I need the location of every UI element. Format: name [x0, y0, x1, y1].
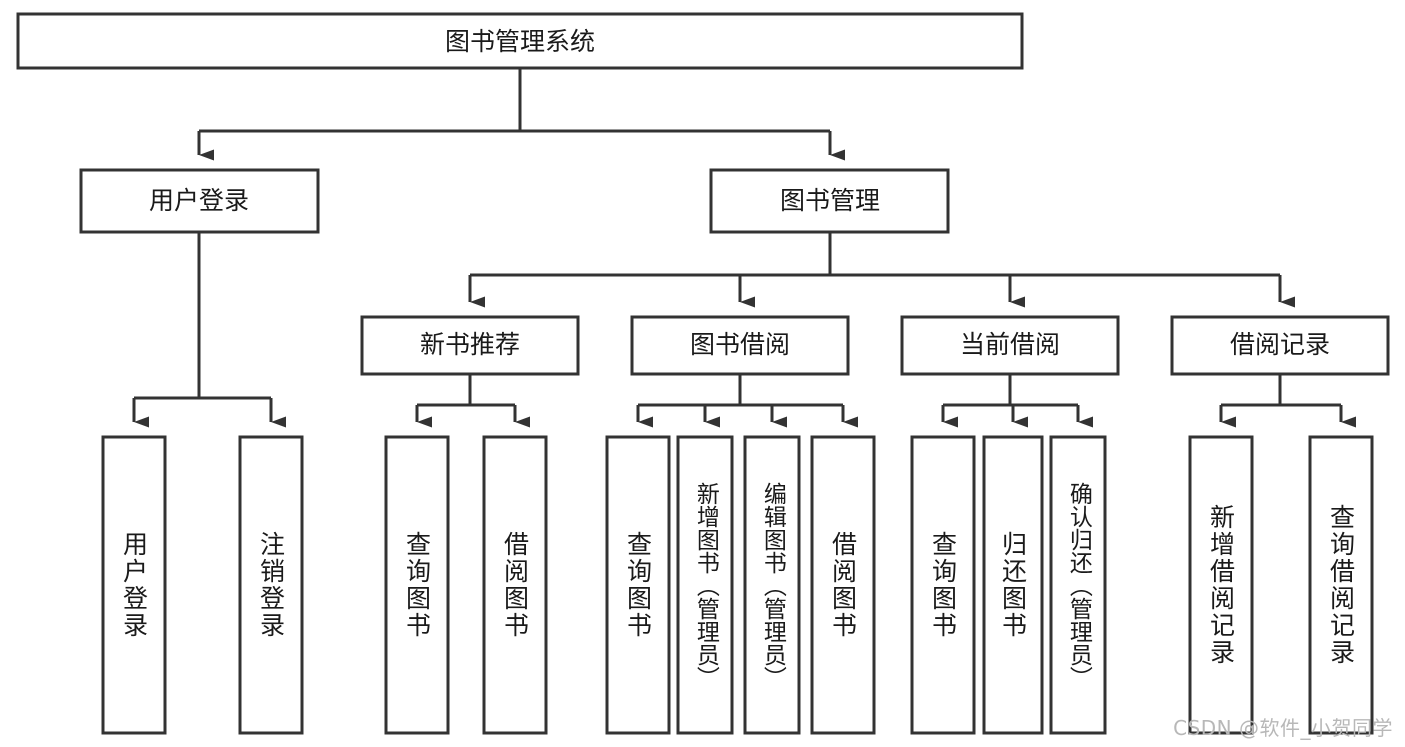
node-book-borrow[interactable]: 图书借阅 [630, 315, 850, 376]
leaf-node-box[interactable] [238, 435, 304, 735]
node-new-book-rec[interactable]: 新书推荐 [360, 315, 580, 376]
connector-group-root [197, 68, 845, 161]
node-book-manage-box[interactable] [709, 168, 950, 234]
leaf-node-box[interactable] [810, 435, 876, 735]
watermark-text: CSDN @软件_小贺同学 [1173, 716, 1393, 740]
connector-group-current-borrow [941, 374, 1093, 428]
node-root[interactable]: 图书管理系统 [16, 12, 1024, 70]
leaf-node-box[interactable] [910, 435, 976, 735]
node-new-book-rec-box[interactable] [360, 315, 580, 376]
node-book-manage[interactable]: 图书管理 [709, 168, 950, 234]
connector-group-book-borrow [636, 374, 858, 428]
leaf-node-box[interactable] [482, 435, 548, 735]
node-root-label: 图书管理系统 [445, 27, 595, 56]
leaf-node-box[interactable] [101, 435, 167, 735]
node-borrow-record-box[interactable] [1170, 315, 1390, 376]
leaf-box-group [101, 435, 1374, 735]
leaf-node-box[interactable] [384, 435, 450, 735]
node-borrow-record[interactable]: 借阅记录 [1170, 315, 1390, 376]
leaf-node-box[interactable] [1188, 435, 1254, 735]
node-current-borrow-label: 当前借阅 [960, 330, 1060, 359]
node-current-borrow-box[interactable] [900, 315, 1120, 376]
node-borrow-record-label: 借阅记录 [1230, 330, 1330, 359]
node-new-book-rec-label: 新书推荐 [420, 330, 520, 359]
leaf-node-box[interactable] [1308, 435, 1374, 735]
connector-group-user-login [132, 232, 286, 428]
node-user-login[interactable]: 用户登录 [79, 168, 320, 234]
node-user-login-box[interactable] [79, 168, 320, 234]
leaf-node-box[interactable] [743, 435, 801, 735]
node-current-borrow[interactable]: 当前借阅 [900, 315, 1120, 376]
node-user-login-label: 用户登录 [149, 186, 249, 215]
connector-group-new-book-rec [415, 374, 530, 428]
node-book-borrow-label: 图书借阅 [690, 330, 790, 359]
leaf-node-box[interactable] [982, 435, 1044, 735]
leaf-node-box[interactable] [1049, 435, 1107, 735]
connector-group-book-manage [468, 232, 1295, 308]
connector-group-borrow-record [1219, 374, 1356, 428]
node-book-manage-label: 图书管理 [780, 186, 880, 215]
node-root-box[interactable] [16, 12, 1024, 70]
leaf-node-box[interactable] [676, 435, 734, 735]
node-book-borrow-box[interactable] [630, 315, 850, 376]
leaf-node-box[interactable] [605, 435, 671, 735]
